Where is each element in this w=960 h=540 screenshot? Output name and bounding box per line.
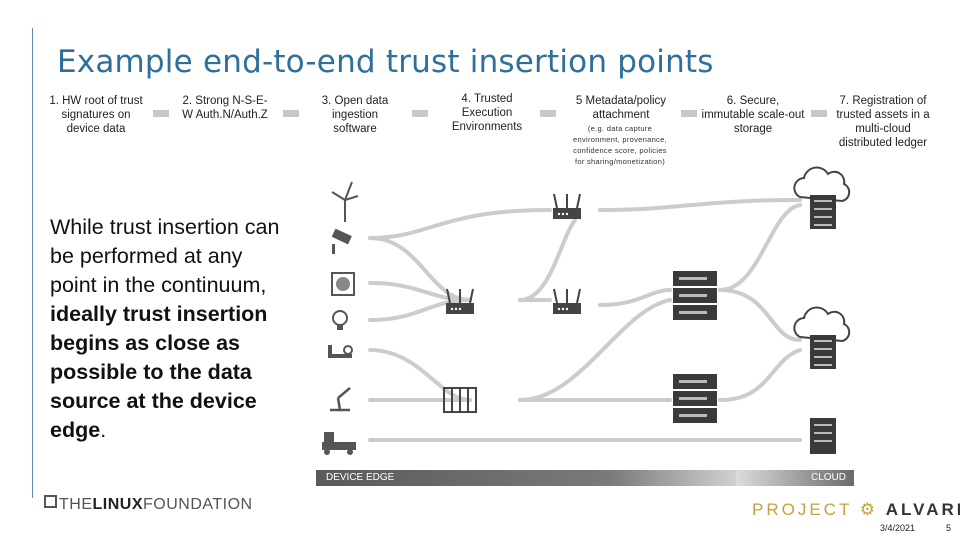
cloud-server-icon bbox=[793, 166, 851, 230]
page-number: 5 bbox=[946, 523, 952, 533]
alvarium-logo: PROJECT ⚙ ALVARIUM bbox=[752, 500, 960, 519]
linux-foundation-logo: THELINUXFOUNDATION bbox=[44, 495, 253, 514]
router-icon bbox=[552, 193, 582, 220]
step-arrow-3 bbox=[412, 110, 428, 117]
flow-line bbox=[598, 288, 672, 307]
flow-line bbox=[718, 203, 802, 292]
flow-line bbox=[518, 218, 577, 302]
step-arrow-1 bbox=[153, 110, 169, 117]
alvarium-mark-icon: ⚙ bbox=[859, 500, 879, 519]
body-bold: ideally trust insertion begins as close … bbox=[50, 302, 268, 442]
step-5-label: 5 Metadata/policy attachment bbox=[575, 95, 667, 121]
pipe-icon bbox=[328, 345, 353, 358]
cloud-band: CLOUD bbox=[736, 470, 854, 486]
truck-icon bbox=[322, 432, 356, 455]
step-6-label: 6. Secure, immutable scale-out storage bbox=[701, 95, 805, 135]
flow-line bbox=[368, 208, 552, 240]
step-5-sublabel: (e.g. data capture environment, provenan… bbox=[573, 124, 667, 166]
server-rack-icon bbox=[673, 374, 717, 423]
body-plain: While trust insertion can be performed a… bbox=[50, 215, 280, 297]
flow-line bbox=[718, 288, 802, 342]
step-3-label: 3. Open data ingestion software bbox=[321, 95, 389, 135]
flow-line bbox=[718, 348, 802, 402]
accent-line bbox=[32, 28, 33, 498]
fan-icon bbox=[331, 272, 355, 296]
camera-icon bbox=[331, 228, 352, 254]
controller-icon bbox=[443, 387, 477, 413]
cloud-server-icon bbox=[793, 306, 851, 370]
body-text: While trust insertion can be performed a… bbox=[50, 213, 280, 445]
step-7-label: 7. Registration of trusted assets in a m… bbox=[836, 95, 930, 149]
footer-date: 3/4/2021 bbox=[880, 523, 916, 533]
flow-line bbox=[598, 198, 802, 212]
server-rack-icon bbox=[673, 271, 717, 320]
step-arrow-5 bbox=[681, 110, 697, 117]
step-1-label: 1. HW root of trust signatures on device… bbox=[49, 95, 143, 135]
step-arrow-6 bbox=[811, 110, 827, 117]
robot-arm-icon bbox=[330, 387, 351, 412]
body-end: . bbox=[100, 418, 107, 442]
lf-mark-icon bbox=[44, 495, 57, 508]
flow-line bbox=[368, 298, 472, 322]
step-arrow-4 bbox=[540, 110, 556, 117]
step-4-label: 4. Trusted Execution Environments bbox=[451, 93, 523, 133]
cloud-server-icon bbox=[810, 418, 836, 454]
flow-line bbox=[518, 298, 672, 402]
device-edge-band: DEVICE EDGE bbox=[316, 470, 736, 486]
flow-line bbox=[368, 348, 472, 402]
flow-line bbox=[368, 281, 472, 302]
step-2-label: 2. Strong N-S-E-W Auth.N/Auth.Z bbox=[182, 95, 268, 121]
router-icon bbox=[552, 288, 582, 315]
page-title: Example end-to-end trust insertion point… bbox=[57, 44, 714, 80]
wind-turbine-icon bbox=[331, 181, 359, 222]
lightbulb-icon bbox=[332, 310, 348, 330]
step-arrow-2 bbox=[283, 110, 299, 117]
